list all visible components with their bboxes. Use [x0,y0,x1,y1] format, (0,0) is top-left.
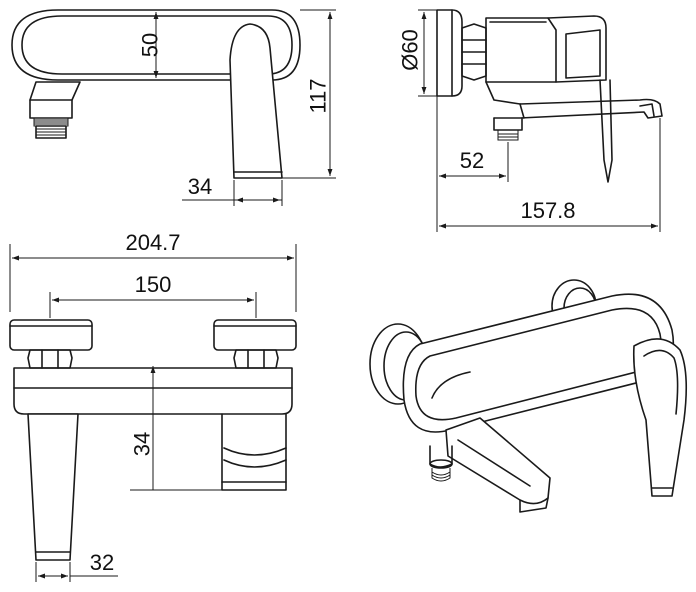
dim-front-body-height: 50 [138,33,163,57]
front-thread [34,119,68,139]
top-nut-right [233,349,279,369]
iso-spout [445,417,551,505]
dim-top-lever-width: 32 [90,550,114,575]
dim-top-lever-height: 34 [130,432,155,456]
side-spout [485,81,663,119]
dim-side-rosette-diameter: Ø60 [398,29,423,71]
dim-front-total-height: 117 [306,78,331,113]
dim-front-lever-width: 34 [188,174,212,199]
dim-side-total-depth: 157.8 [520,198,575,223]
top-rosette-left [9,319,93,351]
front-lever [229,23,283,179]
front-view: 50 117 34 [11,9,336,206]
front-body [11,9,301,81]
top-spout [221,413,287,491]
iso-lever [632,338,688,497]
side-lever-head [547,15,607,83]
dim-top-total-width: 204.7 [125,230,180,255]
dim-top-centers: 150 [135,272,172,297]
top-lever [27,413,79,561]
side-view: Ø60 52 157.8 [398,9,663,232]
iso-body [402,293,674,433]
top-rosette-right [213,319,297,351]
isometric-view [369,279,688,513]
side-body [485,17,557,83]
side-outlet-fitting [493,117,523,131]
top-body [13,367,293,415]
side-lever-rod [599,79,613,183]
top-nut-left [27,349,73,369]
top-view: 204.7 150 34 32 [9,230,297,582]
side-rosette [436,9,463,97]
dim-side-wall-to-outlet: 52 [460,148,484,173]
